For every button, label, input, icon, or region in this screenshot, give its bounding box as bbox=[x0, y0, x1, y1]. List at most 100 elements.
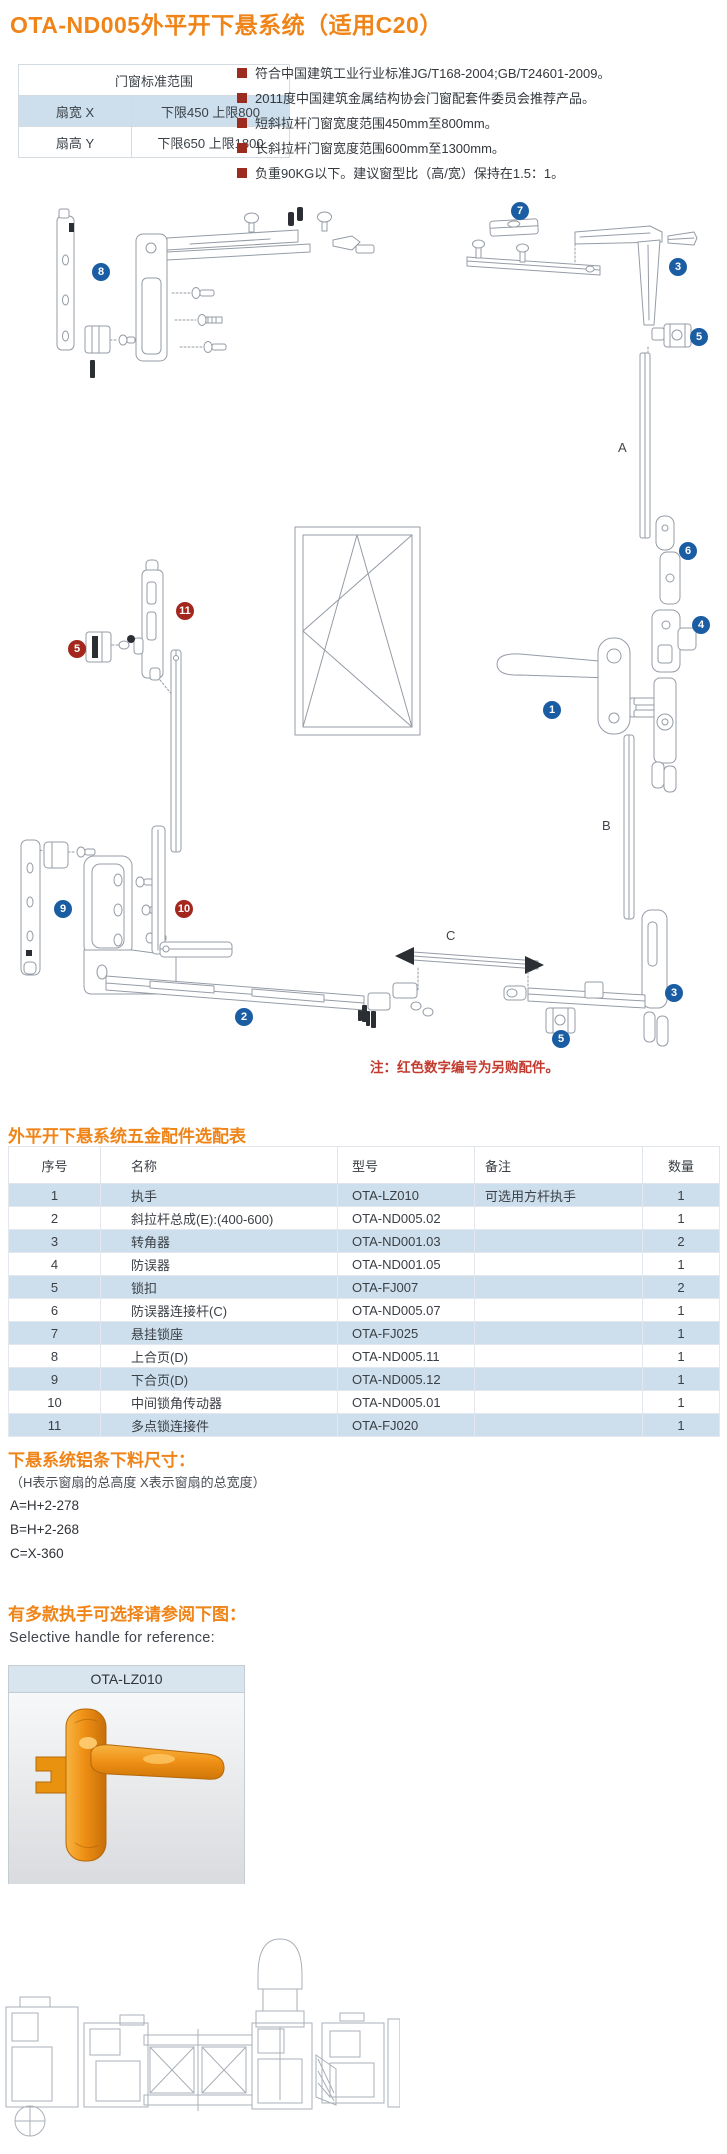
cell-model: OTA-ND005.07 bbox=[337, 1298, 475, 1322]
page-title: OTA-ND005外平开下悬系统（适用C20） bbox=[10, 12, 443, 38]
handle-part bbox=[496, 637, 659, 735]
cell-remark bbox=[474, 1206, 643, 1230]
bullet-square-icon bbox=[237, 142, 247, 153]
top-left-strip-part bbox=[56, 208, 75, 351]
dimension-label-a: A bbox=[618, 440, 627, 455]
handle-section-subtitle: Selective handle for reference: bbox=[9, 1630, 215, 1646]
diagram-badge: 5 bbox=[690, 328, 708, 346]
cutting-title: 下悬系统铝条下料尺寸： bbox=[8, 1451, 195, 1470]
diagram-badge: 3 bbox=[669, 258, 687, 276]
cell-model: OTA-ND001.05 bbox=[337, 1252, 475, 1276]
cell-model: OTA-ND005.11 bbox=[337, 1344, 475, 1368]
right-lock-column-part bbox=[651, 677, 677, 793]
diagram-note: 注：红色数字编号为另购配件。 bbox=[370, 1060, 559, 1075]
cell-name: 执手 bbox=[100, 1183, 338, 1207]
cell-serial: 4 bbox=[8, 1252, 101, 1276]
lock-keeper-part bbox=[85, 631, 135, 663]
cell-qty: 1 bbox=[642, 1183, 720, 1207]
cutting-subtitle: （H表示窗扇的总高度 X表示窗扇的总宽度） bbox=[10, 1475, 266, 1490]
diagram-badge-optional: 5 bbox=[68, 640, 86, 658]
column-header: 名称 bbox=[100, 1146, 338, 1184]
handle-reference-card: OTA-LZ010 bbox=[8, 1665, 245, 1884]
cell-name: 防误器 bbox=[100, 1252, 338, 1276]
cell-remark bbox=[474, 1413, 643, 1437]
hanging-lock-seat-part bbox=[489, 218, 539, 237]
spec-table: 门窗标准范围 扇宽 X 下限450 上限800 扇高 Y 下限650 上限180… bbox=[18, 64, 290, 158]
cell-serial: 5 bbox=[8, 1275, 101, 1299]
cell-model: OTA-LZ010 bbox=[337, 1183, 475, 1207]
formula-c: C=X-360 bbox=[10, 1546, 64, 1561]
table-row: 扇宽 X 下限450 上限800 bbox=[18, 95, 290, 127]
bullet-square-icon bbox=[237, 67, 247, 78]
aluminum-bar-c bbox=[395, 947, 544, 995]
cell-qty: 1 bbox=[642, 1390, 720, 1414]
connector-block-part bbox=[84, 325, 136, 378]
cell-remark bbox=[474, 1390, 643, 1414]
cell-qty: 2 bbox=[642, 1275, 720, 1299]
table-header-row: 序号 名称 型号 备注 数量 bbox=[8, 1146, 720, 1184]
spec-value: 下限450 上限800 bbox=[131, 95, 290, 127]
cell-remark bbox=[474, 1321, 643, 1345]
lock-keeper-part bbox=[651, 323, 692, 348]
spec-table-header: 门窗标准范围 bbox=[18, 64, 290, 96]
bullet-square-icon bbox=[237, 117, 247, 128]
cell-remark bbox=[474, 1252, 643, 1276]
bottom-left-strip-part bbox=[20, 839, 96, 976]
cell-serial: 10 bbox=[8, 1390, 101, 1414]
exploded-hardware-diagram bbox=[20, 207, 698, 1047]
cell-name: 中间锁角传动器 bbox=[100, 1390, 338, 1414]
top-hinge-assembly bbox=[135, 207, 375, 362]
cell-remark bbox=[474, 1275, 643, 1299]
list-item: 符合中国建筑工业行业标准JG/T168-2004;GB/T24601-2009。 bbox=[237, 60, 725, 85]
cell-remark bbox=[474, 1367, 643, 1391]
cell-qty: 1 bbox=[642, 1252, 720, 1276]
list-item: 负重90KG以下。建议窗型比（高/宽）保持在1.5：1。 bbox=[237, 160, 725, 185]
cell-qty: 1 bbox=[642, 1321, 720, 1345]
handle-card-label: OTA-LZ010 bbox=[9, 1666, 244, 1693]
multipoint-lock-connector-part bbox=[133, 559, 174, 697]
cell-model: OTA-FJ007 bbox=[337, 1275, 475, 1299]
parts-table-title: 外平开下悬系统五金配件选配表 bbox=[8, 1127, 246, 1146]
feature-text: 短斜拉杆门窗宽度范围450mm至800mm。 bbox=[255, 116, 498, 131]
diagram-badge: 8 bbox=[92, 263, 110, 281]
list-item: 长斜拉杆门窗宽度范围600mm至1300mm。 bbox=[237, 135, 725, 160]
mid-left-strip-part bbox=[170, 649, 182, 853]
diagram-badge: 3 bbox=[665, 984, 683, 1002]
column-header: 型号 bbox=[337, 1146, 475, 1184]
diagram-badge: 9 bbox=[54, 900, 72, 918]
cell-serial: 11 bbox=[8, 1413, 101, 1437]
lock-keeper-part bbox=[545, 1007, 576, 1034]
cell-serial: 7 bbox=[8, 1321, 101, 1345]
column-header: 序号 bbox=[8, 1146, 101, 1184]
middle-transmission-part bbox=[358, 982, 434, 1026]
aluminum-bar-a bbox=[639, 346, 651, 539]
diagram-badge: 1 bbox=[543, 701, 561, 719]
feature-text: 长斜拉杆门窗宽度范围600mm至1300mm。 bbox=[255, 141, 505, 156]
cell-remark bbox=[474, 1344, 643, 1368]
top-right-corner-drive-part bbox=[574, 225, 698, 326]
cell-name: 防误器连接杆(C) bbox=[100, 1298, 338, 1322]
diagram-badge: 6 bbox=[679, 542, 697, 560]
handle-spindle-fork bbox=[35, 1756, 70, 1794]
cell-model: OTA-FJ020 bbox=[337, 1413, 475, 1437]
cell-qty: 1 bbox=[642, 1344, 720, 1368]
diagram-badge: 5 bbox=[552, 1030, 570, 1048]
column-header: 备注 bbox=[474, 1146, 643, 1184]
bullet-square-icon bbox=[237, 167, 247, 178]
cell-serial: 2 bbox=[8, 1206, 101, 1230]
cell-qty: 1 bbox=[642, 1298, 720, 1322]
handle-section-title: 有多款执手可选择请参阅下图： bbox=[8, 1605, 246, 1624]
diagram-badge: 7 bbox=[511, 202, 529, 220]
handle-card-body bbox=[9, 1693, 244, 1884]
